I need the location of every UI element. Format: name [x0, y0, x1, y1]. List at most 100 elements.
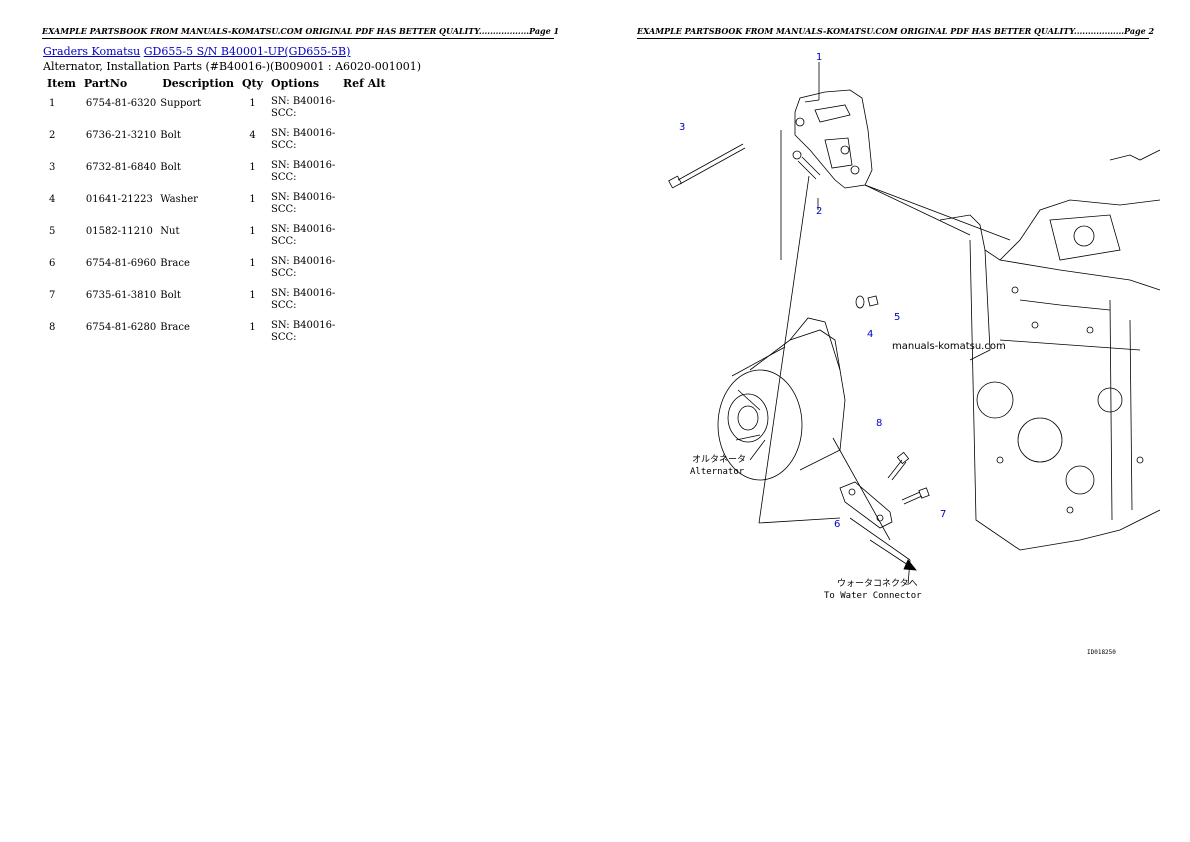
page-header-1: EXAMPLE PARTSBOOK FROM MANUALS-KOMATSU.C…: [42, 26, 559, 39]
cell-partno: 6735-61-3810: [85, 290, 157, 301]
cell-partno: 6732-81-6840: [85, 162, 157, 173]
cell-options: SN: B40016-SCC:: [267, 96, 339, 128]
table-row: 5 01582-11210 Nut 1 SN: B40016-SCC:: [43, 224, 390, 256]
cell-description: Washer: [160, 194, 198, 205]
cell-ref-alt: [339, 128, 390, 160]
cell-description: Bolt: [160, 290, 181, 301]
option-sn: SN: B40016-: [271, 160, 336, 171]
cell-description: Brace: [160, 258, 190, 269]
cell-item: 6: [49, 258, 56, 269]
cell-ref-alt: [339, 320, 390, 352]
col-qty: Qty: [241, 77, 264, 90]
col-options: Options: [271, 77, 320, 90]
cell-ref-alt: [339, 224, 390, 256]
cell-ref-alt: [339, 288, 390, 320]
watermark: manuals-komatsu.com: [892, 341, 1006, 352]
col-partno: PartNo: [83, 77, 128, 90]
callout-5: 5: [894, 312, 900, 323]
breadcrumb-link-model[interactable]: GD655-5 S/N B40001-UP(GD655-5B): [143, 45, 351, 58]
callout-1: 1: [816, 52, 822, 63]
option-scc: SCC:: [271, 172, 297, 183]
table-header-row: Item PartNo Description Qty Options Ref …: [43, 75, 390, 96]
cell-ref-alt: [339, 256, 390, 288]
col-item: Item: [47, 77, 76, 90]
option-scc: SCC:: [271, 300, 297, 311]
page-title: Alternator, Installation Parts (#B40016-…: [43, 60, 422, 73]
option-sn: SN: B40016-: [271, 192, 336, 203]
breadcrumb: Graders Komatsu GD655-5 S/N B40001-UP(GD…: [43, 45, 350, 58]
cell-description: Nut: [160, 226, 180, 237]
cell-item: 4: [49, 194, 56, 205]
cell-item: 2: [49, 130, 56, 141]
option-sn: SN: B40016-: [271, 96, 336, 107]
cell-qty: 1: [249, 290, 256, 301]
cell-ref-alt: [339, 192, 390, 224]
alternator-label-jp: オルタネータ: [692, 454, 746, 465]
callout-6: 6: [834, 519, 840, 530]
alternator-label: Alternator: [690, 467, 745, 477]
option-scc: SCC:: [271, 140, 297, 151]
cell-qty: 4: [249, 130, 256, 141]
breadcrumb-link-graders[interactable]: Graders Komatsu: [43, 45, 141, 58]
drawing-id: ID018250: [1087, 649, 1116, 656]
cell-partno: 6736-21-3210: [85, 130, 157, 141]
option-sn: SN: B40016-: [271, 288, 336, 299]
option-sn: SN: B40016-: [271, 224, 336, 235]
option-scc: SCC:: [271, 204, 297, 215]
parts-table: Item PartNo Description Qty Options Ref …: [43, 75, 390, 352]
cell-item: 3: [49, 162, 56, 173]
col-description: Description: [162, 77, 234, 90]
cell-qty: 1: [249, 322, 256, 333]
cell-description: Brace: [160, 322, 190, 333]
cell-description: Support: [160, 98, 202, 109]
water-connector-label: To Water Connector: [824, 591, 922, 601]
callout-7: 7: [940, 509, 946, 520]
option-scc: SCC:: [271, 268, 297, 279]
cell-options: SN: B40016-SCC:: [267, 160, 339, 192]
cell-options: SN: B40016-SCC:: [267, 256, 339, 288]
cell-qty: 1: [249, 194, 256, 205]
callout-2: 2: [816, 206, 822, 217]
exploded-parts-diagram: 1 2 3 4 5 6 7 8 オルタネータ Alternator ウォータコネ…: [668, 52, 1161, 656]
callout-4: 4: [867, 329, 873, 340]
option-scc: SCC:: [271, 108, 297, 119]
cell-partno: 01582-11210: [85, 226, 153, 237]
cell-qty: 1: [249, 226, 256, 237]
cell-options: SN: B40016-SCC:: [267, 128, 339, 160]
water-connector-label-jp: ウォータコネクタへ: [837, 578, 918, 589]
cell-description: Bolt: [160, 130, 181, 141]
cell-item: 5: [49, 226, 56, 237]
cell-item: 1: [49, 98, 56, 109]
cell-ref-alt: [339, 160, 390, 192]
callout-8: 8: [876, 418, 882, 429]
cell-ref-alt: [339, 96, 390, 128]
cell-qty: 1: [249, 162, 256, 173]
cell-partno: 01641-21223: [85, 194, 153, 205]
cell-item: 7: [49, 290, 56, 301]
cell-qty: 1: [249, 98, 256, 109]
cell-item: 8: [49, 322, 56, 333]
option-sn: SN: B40016-: [271, 256, 336, 267]
callout-3: 3: [679, 122, 685, 133]
cell-partno: 6754-81-6280: [85, 322, 157, 333]
option-scc: SCC:: [271, 332, 297, 343]
option-scc: SCC:: [271, 236, 297, 247]
cell-options: SN: B40016-SCC:: [267, 192, 339, 224]
cell-partno: 6754-81-6320: [85, 98, 157, 109]
cell-options: SN: B40016-SCC:: [267, 288, 339, 320]
cell-description: Bolt: [160, 162, 181, 173]
cell-options: SN: B40016-SCC:: [267, 320, 339, 352]
option-sn: SN: B40016-: [271, 128, 336, 139]
page-header-2: EXAMPLE PARTSBOOK FROM MANUALS-KOMATSU.C…: [637, 26, 1154, 39]
table-row: 4 01641-21223 Washer 1 SN: B40016-SCC:: [43, 192, 390, 224]
option-sn: SN: B40016-: [271, 320, 336, 331]
cell-partno: 6754-81-6960: [85, 258, 157, 269]
col-ref-alt: Ref Alt: [343, 77, 386, 90]
cell-options: SN: B40016-SCC:: [267, 224, 339, 256]
